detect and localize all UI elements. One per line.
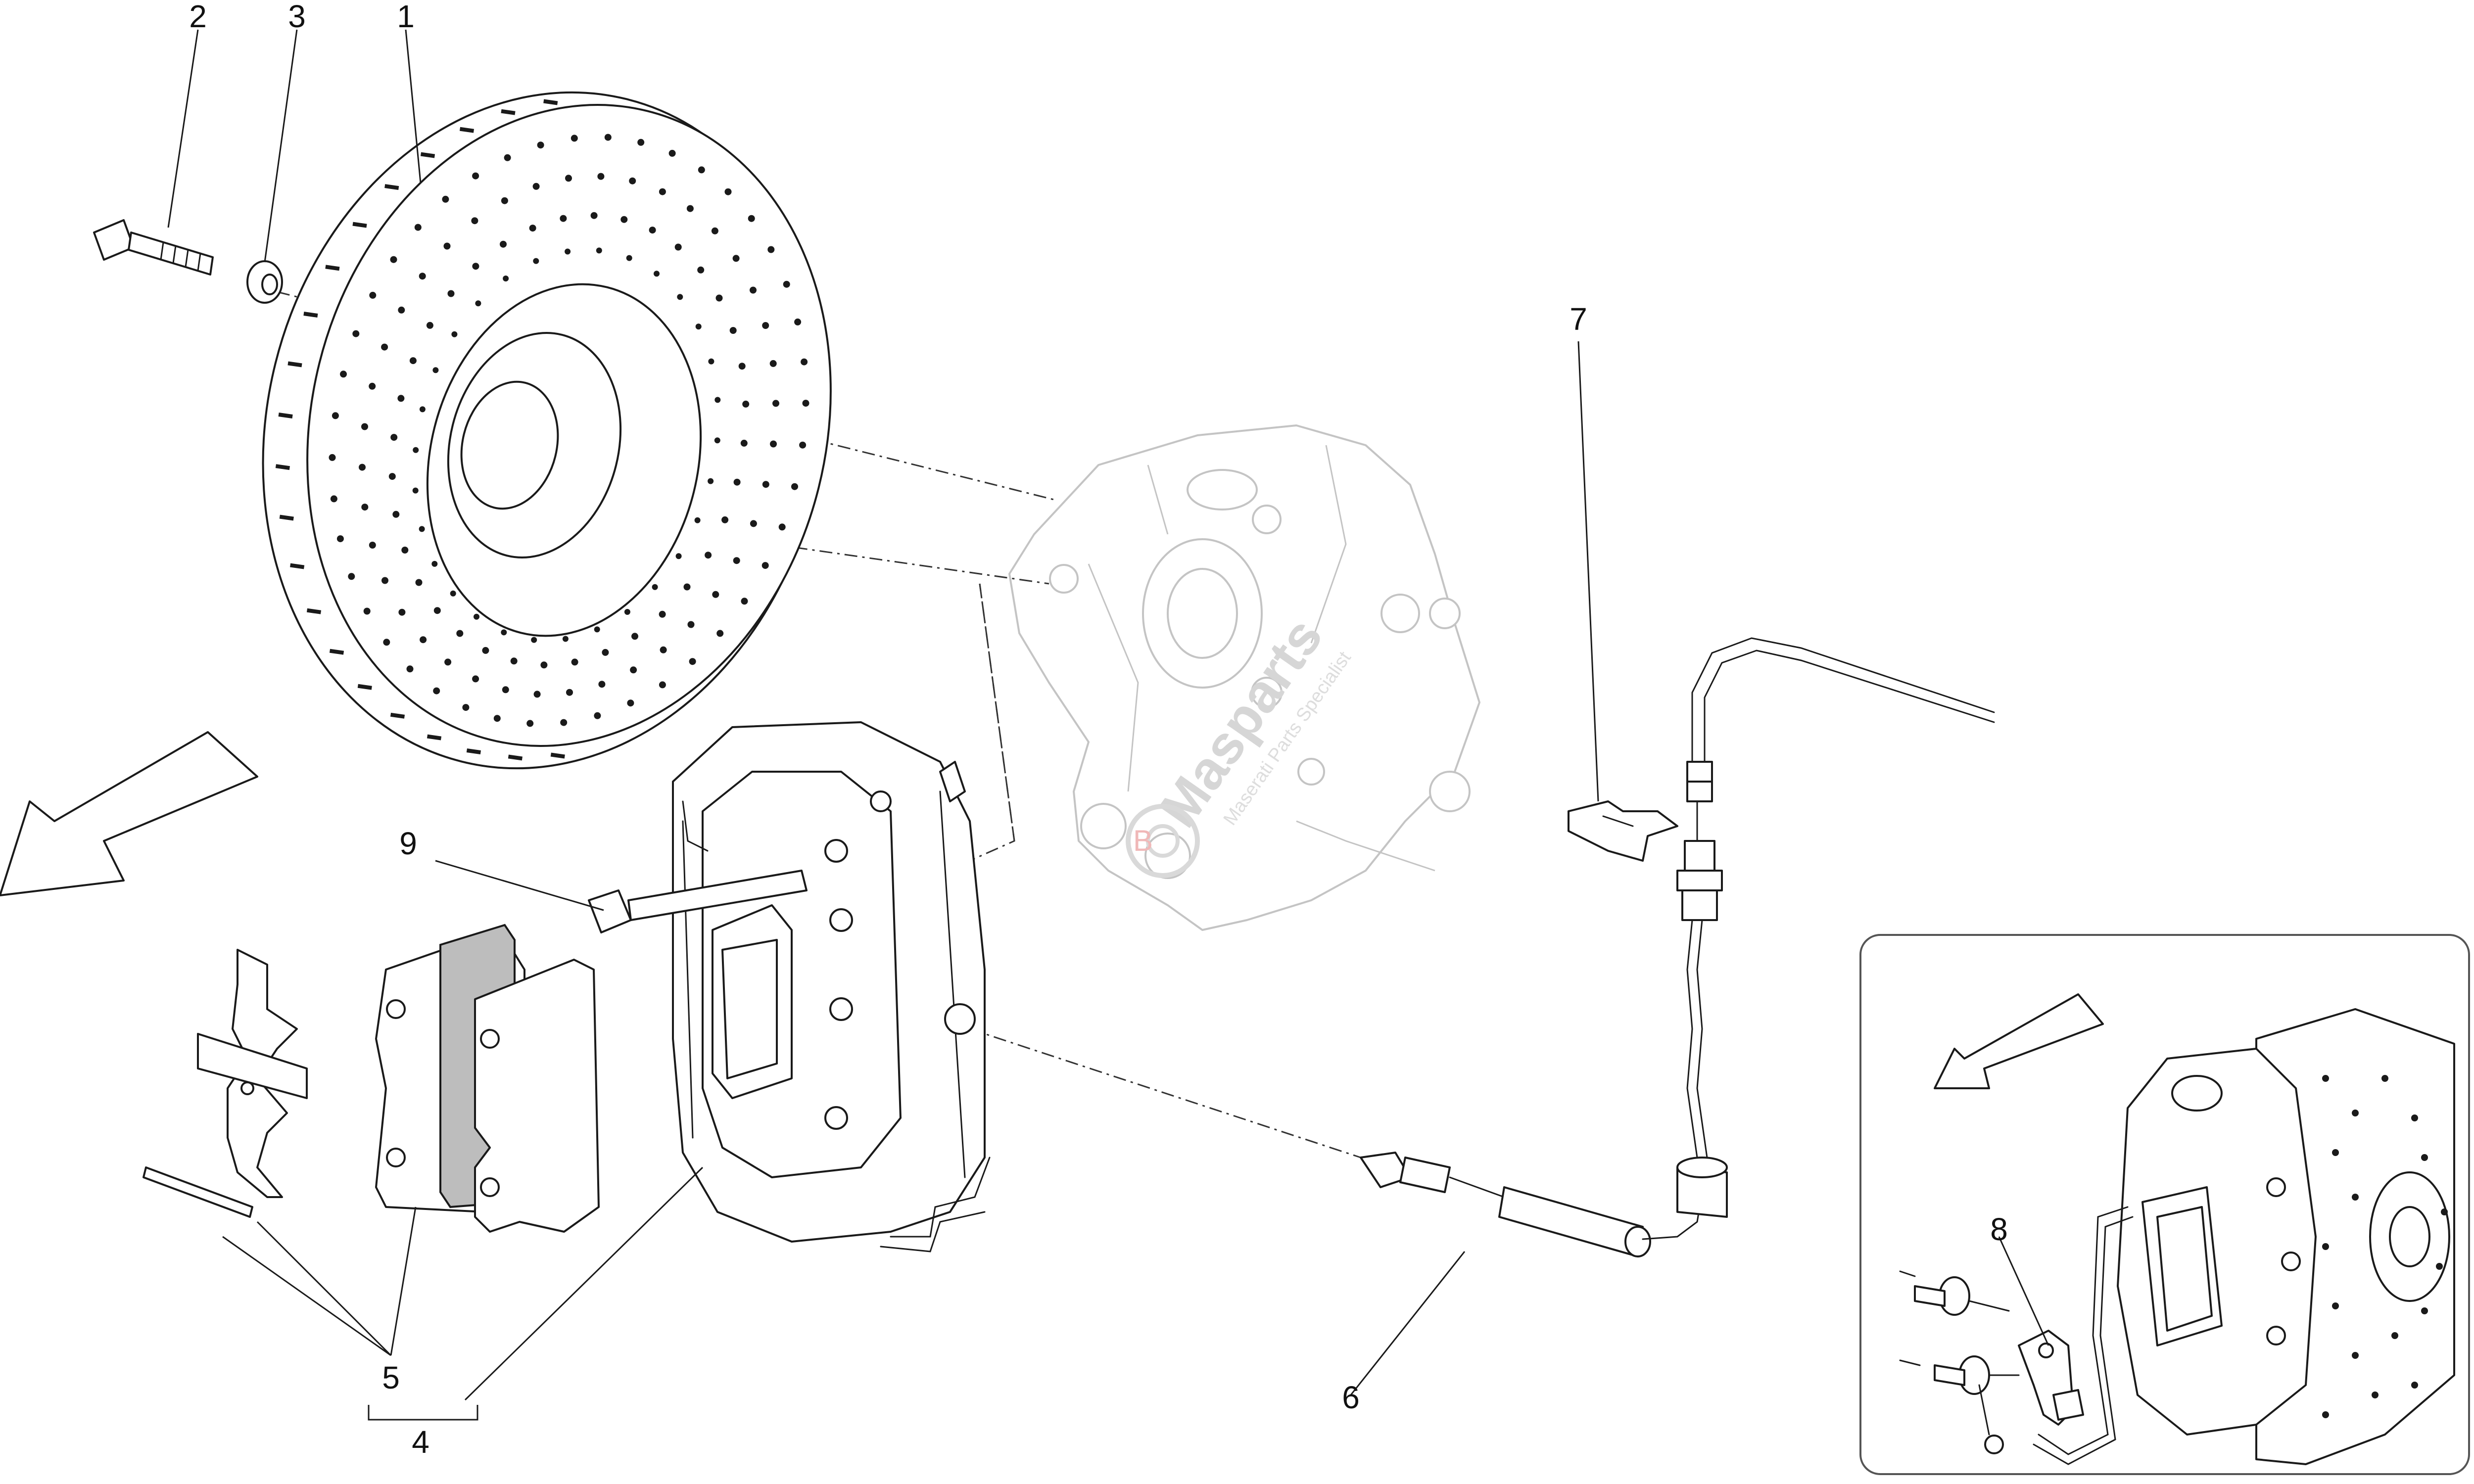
- callout-6: 6: [1342, 1380, 1360, 1415]
- callout-8: 8: [1990, 1211, 2008, 1247]
- direction-arrow-icon: [0, 731, 258, 896]
- brake-caliper: [672, 721, 991, 1252]
- hose-retaining-clip: [1568, 800, 1678, 862]
- leader-lines: [167, 29, 2049, 1421]
- callout-5: 5: [382, 1360, 400, 1395]
- brake-disc: [262, 91, 832, 770]
- brake-pad-front: [474, 959, 600, 1233]
- svg-text:B: B: [1133, 824, 1153, 857]
- brake-hose: [1360, 637, 1995, 1257]
- inset-detail-panel: [1859, 934, 2470, 1475]
- disc-washer: [246, 260, 283, 304]
- pad-pin: [143, 1166, 253, 1218]
- inset-sensor-connectors: [1899, 1270, 2020, 1454]
- disc-bolt: [93, 219, 214, 276]
- steering-knuckle-ghost: [1008, 424, 1480, 931]
- caliper-bolt: [588, 870, 808, 933]
- callout-4: 4: [412, 1424, 429, 1460]
- callout-9: 9: [399, 826, 417, 861]
- callout-labels: 1 2 3 4 5 6 7 8 9: [189, 0, 2008, 1460]
- callout-7: 7: [1570, 301, 1587, 337]
- callout-2: 2: [189, 0, 207, 34]
- watermark-logo-icon: B: [1126, 804, 1200, 878]
- inset-direction-arrow-icon: [1934, 993, 2104, 1089]
- pad-wear-sensor: [2018, 1330, 2084, 1426]
- callout-3: 3: [288, 0, 306, 34]
- callout-1: 1: [397, 0, 415, 34]
- pad-retaining-spring: [197, 949, 308, 1198]
